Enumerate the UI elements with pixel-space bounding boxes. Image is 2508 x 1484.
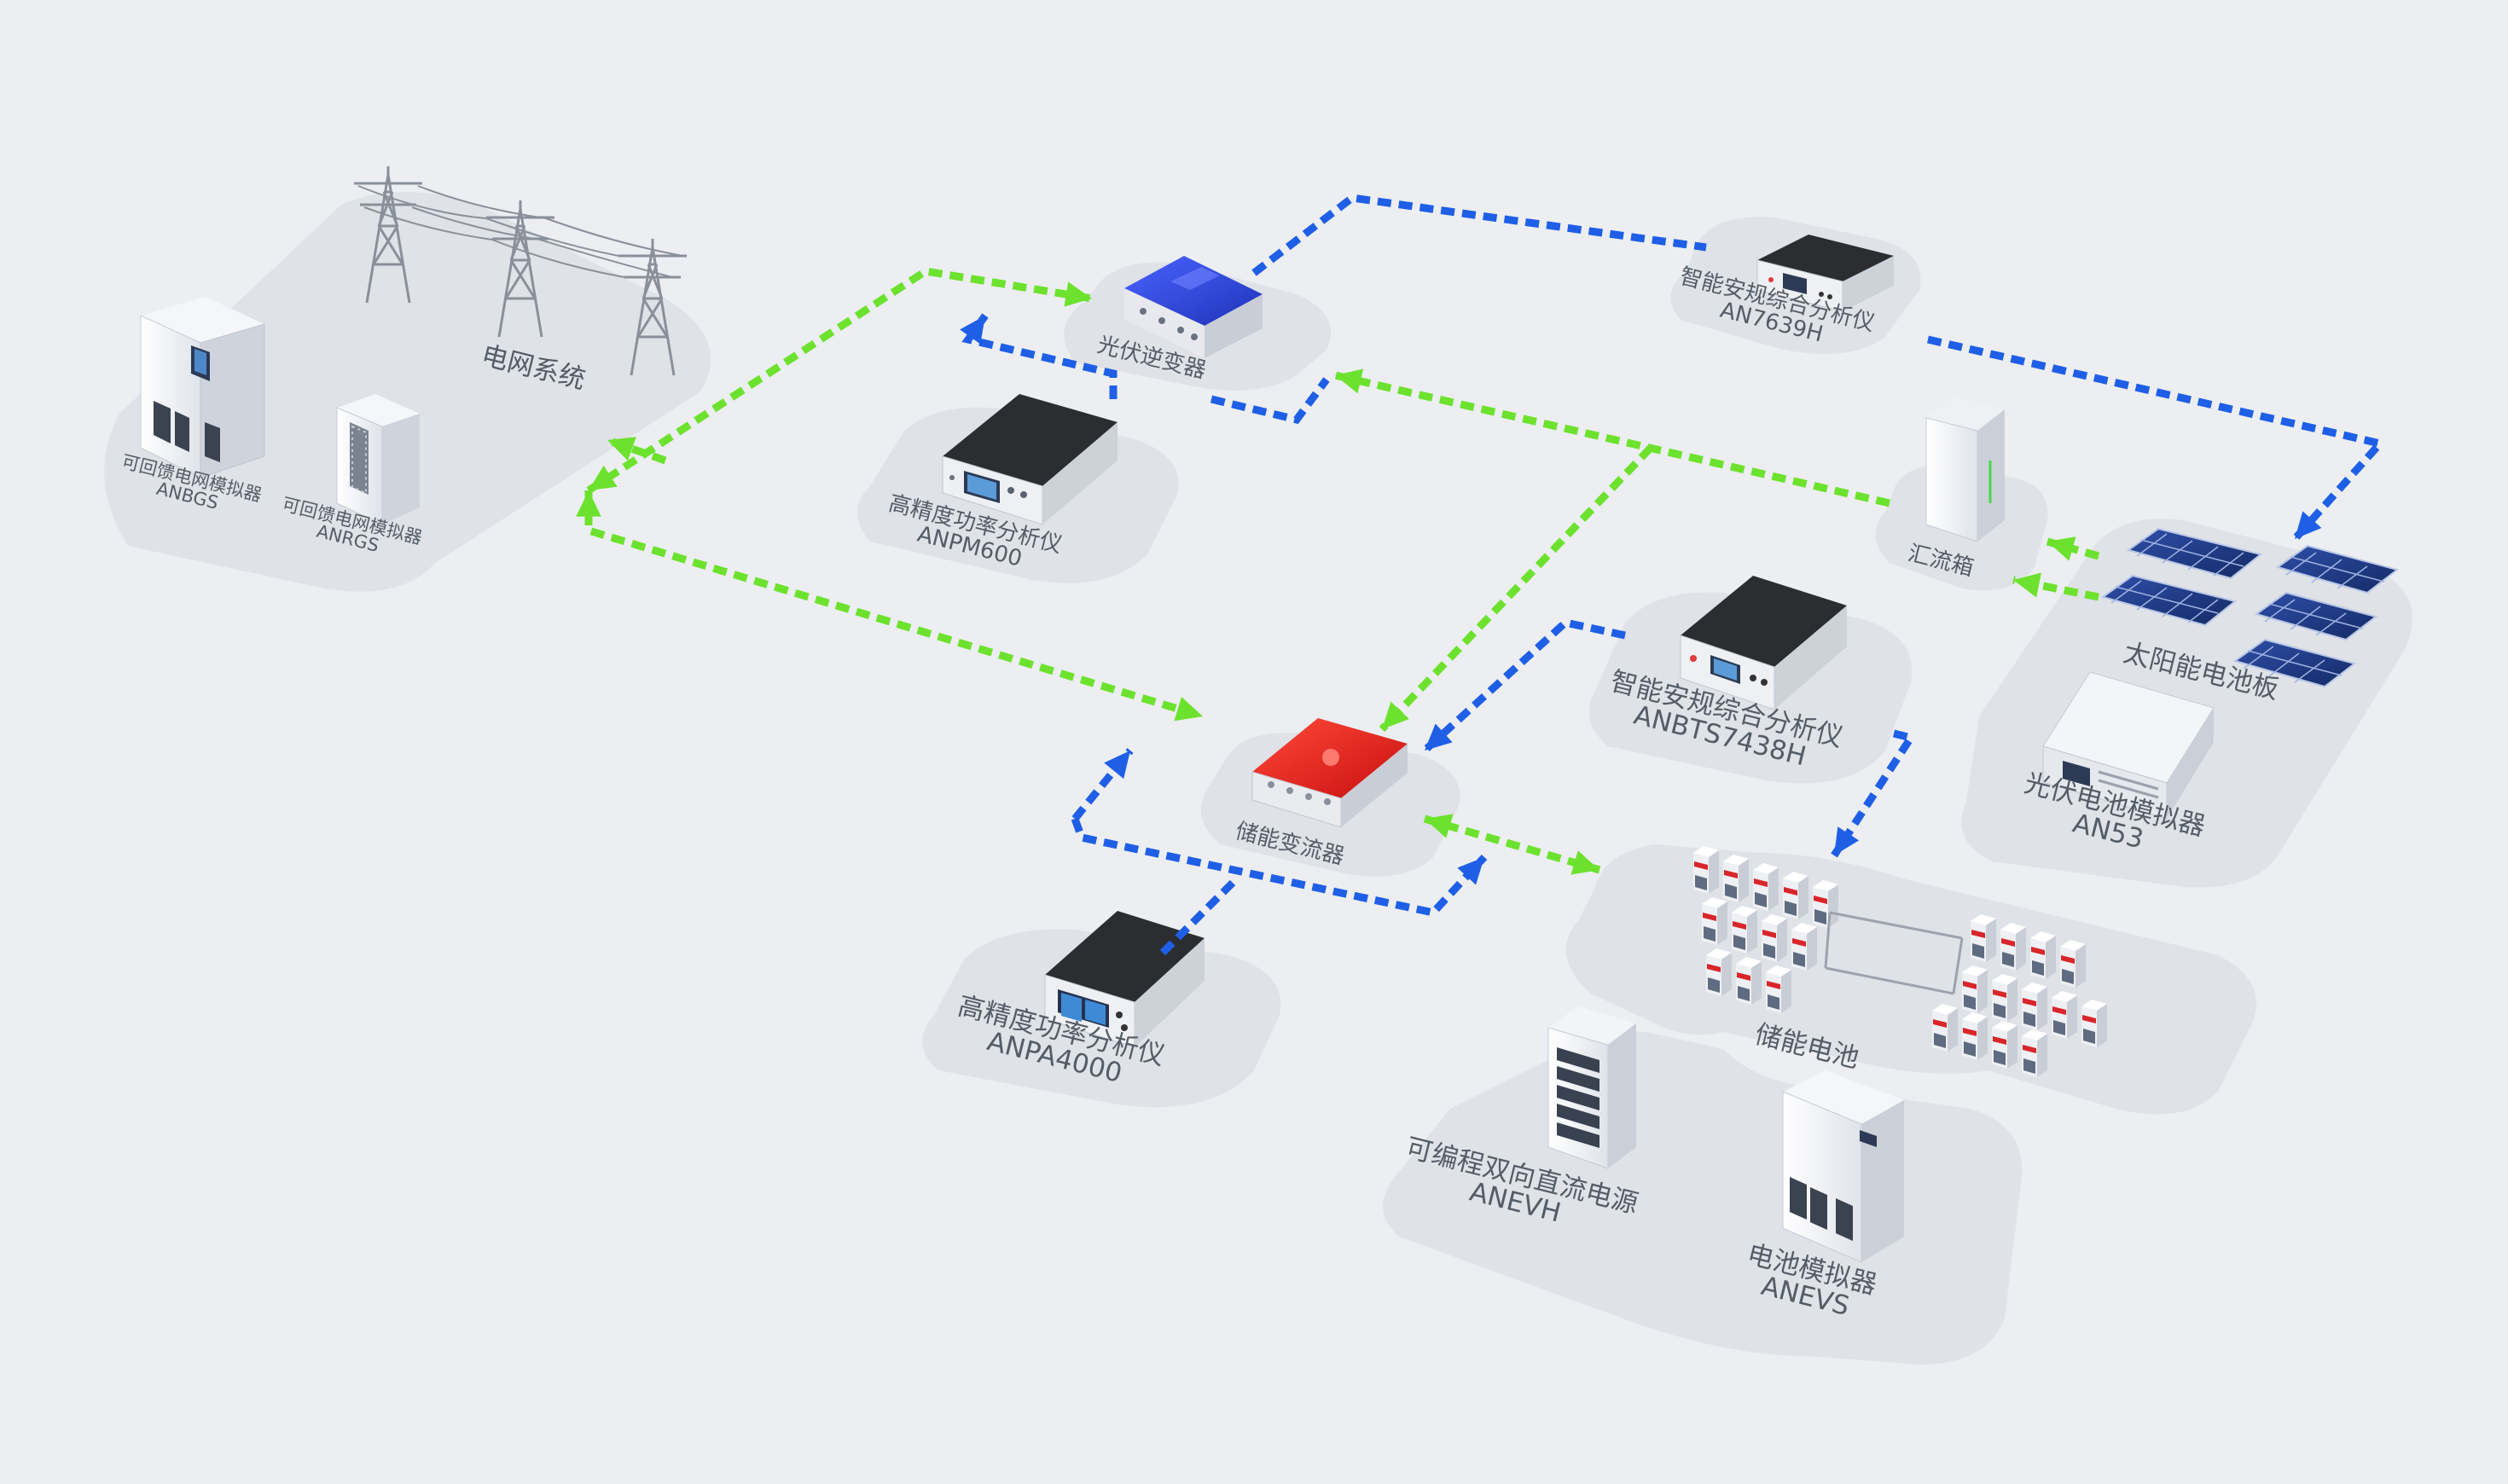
anpm600-device-icon bbox=[942, 394, 1118, 525]
power-lines bbox=[357, 185, 683, 278]
battery-module-icon bbox=[1992, 974, 2017, 1022]
signal-link-anbts-battery bbox=[1831, 729, 1918, 858]
battery-module-icon bbox=[1962, 965, 1988, 1013]
battery-module-icon bbox=[1783, 872, 1808, 919]
battery-module-icon bbox=[1723, 855, 1749, 902]
battery-module-icon bbox=[1813, 880, 1838, 928]
signal-link-an7639h-inverter bbox=[1251, 194, 1707, 276]
battery-busbar bbox=[1824, 911, 1964, 995]
power-link-pcs-battery-arrowhead bbox=[1570, 850, 1599, 875]
power-link-pcs-battery bbox=[1423, 814, 1601, 874]
power-link-grid-inverter-arrowtail bbox=[589, 465, 618, 490]
an7639h-device-icon bbox=[1756, 235, 1894, 312]
power-link-combiner-inverter bbox=[1333, 371, 1891, 507]
battery-module-icon bbox=[1971, 914, 1996, 962]
anpa4000-device-icon bbox=[1044, 911, 1205, 1048]
battery-module-icon bbox=[2022, 983, 2047, 1030]
signal-link-an7639h-panel-arrowhead bbox=[2295, 511, 2322, 539]
pcs-device-icon bbox=[1251, 718, 1408, 828]
power-link-pcs-battery-arrowtail bbox=[1425, 814, 1454, 838]
battery-module-icon bbox=[2052, 991, 2077, 1039]
battery-module-icon bbox=[1791, 923, 1817, 971]
battery-module-icon bbox=[2081, 1000, 2107, 1047]
signal-link-anpa-pcs-loop bbox=[1071, 817, 1488, 917]
signal-link-anpm600-inverter-2 bbox=[1210, 377, 1330, 425]
battery-cluster-icon bbox=[1693, 846, 2107, 1077]
tower-3 bbox=[618, 239, 687, 376]
solar-panel-array-icon bbox=[2100, 527, 2400, 688]
battery-module-icon bbox=[1762, 914, 1787, 962]
battery-module-icon bbox=[2030, 931, 2056, 979]
pv-inverter-device-icon bbox=[1124, 256, 1263, 358]
an53-device-icon bbox=[2042, 671, 2215, 820]
battery-module-icon bbox=[1962, 1012, 1988, 1060]
power-link-combiner-pcs bbox=[1379, 444, 1654, 733]
combiner-box-icon bbox=[1925, 397, 2005, 542]
battery-module-icon bbox=[1766, 965, 1791, 1013]
platform-grid bbox=[104, 192, 711, 592]
battery-module-icon bbox=[1732, 906, 1757, 954]
solar-panel-row-1 bbox=[2100, 527, 2263, 627]
signal-link-anbts-battery-arrowhead bbox=[1834, 826, 1860, 855]
platform-dc-sources bbox=[1383, 1031, 2023, 1365]
signal-link-anpa-device bbox=[1157, 879, 1236, 959]
battery-module-icon bbox=[1932, 1004, 1958, 1052]
battery-module-icon bbox=[2060, 940, 2086, 988]
tower-1 bbox=[354, 166, 422, 304]
battery-module-icon bbox=[1693, 846, 1719, 894]
battery-module-icon bbox=[2000, 923, 2026, 971]
power-link-grid-inverter-arrowhead bbox=[1064, 281, 1092, 307]
battery-module-icon bbox=[1736, 957, 1762, 1005]
power-link-combiner-inverter-arrowhead bbox=[1335, 368, 1364, 394]
signal-link-anpm600-inverter bbox=[961, 313, 1118, 399]
power-link-panel-combiner-1-arrowhead bbox=[2047, 536, 2076, 561]
anbts7438h-device-icon bbox=[1680, 576, 1847, 710]
signal-link-anpm600-inverter-arrowhead bbox=[960, 316, 985, 345]
anevs-cabinet-icon bbox=[1782, 1070, 1904, 1263]
anrgs-cabinet-icon bbox=[336, 394, 420, 525]
battery-module-icon bbox=[1702, 897, 1727, 945]
power-link-panel-combiner-2-arrowhead bbox=[2013, 572, 2041, 598]
signal-link-anpa-pcs-arrowhead bbox=[1104, 751, 1130, 780]
battery-module-icon bbox=[1706, 948, 1732, 996]
signal-link-anbts-pcs-arrowhead bbox=[1425, 723, 1453, 751]
connection-lines bbox=[576, 194, 2388, 959]
signal-link-an7639h-panel bbox=[1926, 335, 2388, 542]
solar-panel-row-2 bbox=[2232, 544, 2400, 688]
battery-module-icon bbox=[1753, 863, 1779, 911]
anevh-rack-icon bbox=[1547, 1006, 1636, 1169]
signal-link-anpa-pcs-loop-arrowhead bbox=[1457, 857, 1484, 885]
power-link-combiner-pcs-arrowhead bbox=[1382, 701, 1409, 729]
power-link-grid-pcs-arrowtail bbox=[576, 490, 601, 517]
power-tower-icon bbox=[354, 166, 687, 376]
battery-module-icon bbox=[2022, 1029, 2047, 1077]
power-link-grid-inverter bbox=[586, 267, 1093, 494]
power-link-grid-pcs-arrowhead bbox=[1174, 696, 1203, 722]
anbgs-cabinet-icon bbox=[140, 297, 265, 478]
battery-module-icon bbox=[1992, 1021, 2017, 1069]
power-link-grid-arrow-arrowhead bbox=[607, 437, 636, 461]
